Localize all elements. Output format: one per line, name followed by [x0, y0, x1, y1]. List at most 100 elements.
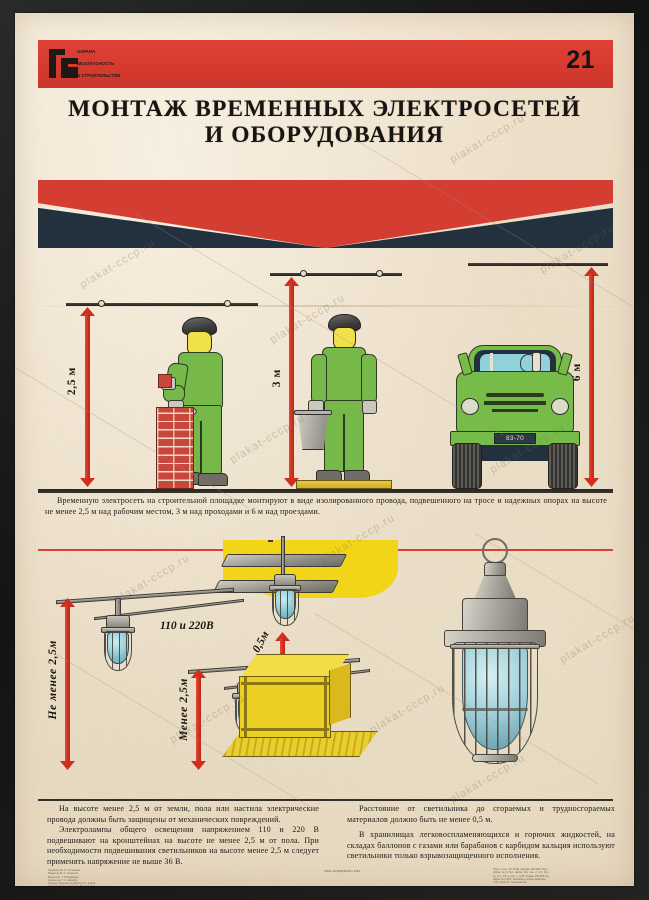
ground-line-top: [38, 488, 613, 491]
dimension-arrow-3m: [284, 277, 299, 487]
lamp-stem: [268, 540, 273, 542]
arrow-shaft: [289, 284, 294, 480]
grille-bar-3: [492, 409, 538, 412]
worker-leg-split: [200, 421, 202, 475]
caption-bottom-right-p2: В хранилищах легковоспламеняющихся и гор…: [347, 830, 615, 861]
headlamp-right: [551, 398, 569, 415]
worker-face: [187, 331, 212, 355]
lamp-cage-base: [472, 754, 518, 762]
caption-bottom-left-p2: Электролампы общего освещения напряжение…: [47, 825, 319, 866]
logo-pb-glyph: [49, 49, 78, 78]
logo-text-lines: ОХРАНА БЕЗОПАСНОСТЬ В СТРОИТЕЛЬСТВЕ: [77, 47, 135, 81]
lamp-cage: [272, 589, 299, 626]
driver-seatback: [532, 352, 541, 372]
title-line-1: МОНТАЖ ВРЕМЕННЫХ ЭЛЕКТРОСЕТЕЙ: [68, 96, 581, 122]
caption-bottom-right: Расстояние от светильника до сгораемых и…: [347, 804, 615, 862]
dimension-label-0-5m: 0,5м: [250, 629, 272, 655]
wire-right: [468, 263, 608, 266]
caption-bottom-left-p1: На высоте менее 2,5 м от земли, пола или…: [47, 804, 319, 824]
crate-batten-bottom: [241, 728, 329, 731]
voltage-label-110-220: 110 и 220В: [160, 620, 214, 632]
truck-illustration: 83-70: [446, 345, 584, 491]
arrow-shaft: [589, 274, 594, 480]
arrow-head-down: [284, 478, 299, 487]
lamp-storage: [266, 574, 302, 634]
page-title: МОНТАЖ ВРЕМЕННЫХ ЭЛЕКТРОСЕТЕЙ И ОБОРУДОВ…: [15, 96, 634, 148]
headlamp-left: [461, 398, 479, 415]
illustration-panel-top: 2,5 м 3 м 6 м: [38, 259, 613, 491]
dimension-label-2-5m: 2,5 м: [66, 367, 78, 396]
arrow-shaft: [85, 314, 90, 480]
crate-stile-left: [244, 677, 247, 737]
colophon-right: Подп. к печ. 20.12.82. Формат 60×90/8. Б…: [493, 868, 550, 885]
ceiling-left: [56, 587, 234, 605]
dimension-arrow-not-less-2-5m: [60, 598, 75, 770]
wire-mid: [270, 273, 402, 276]
wire-left: [66, 303, 258, 306]
series-logo: ОХРАНА БЕЗОПАСНОСТЬ В СТРОИТЕЛЬСТВЕ: [48, 46, 136, 82]
logo-line-2: БЕЗОПАСНОСТЬ: [77, 61, 115, 66]
truck-chassis: [466, 445, 564, 461]
caption-rule-top: [38, 491, 613, 493]
arrow-head-down: [584, 478, 599, 487]
arrow-head-up: [584, 267, 599, 276]
lamp-cage-ring-mid: [462, 708, 528, 711]
lamp-protective-cage: [452, 642, 538, 764]
logo-line-3: В СТРОИТЕЛЬСТВЕ: [77, 73, 121, 78]
wire-node-b: [224, 300, 231, 307]
dimension-arrow-less-2-5m: [191, 669, 206, 770]
lamp-suspension-ring: [482, 538, 508, 564]
arrow-head-up: [275, 632, 290, 641]
chevron-banner: [38, 180, 613, 248]
worker-torso: [322, 347, 366, 403]
arrow-head-down: [80, 478, 95, 487]
page-number: 21: [566, 46, 595, 74]
caption-bottom-right-p1: Расстояние от светильника до сгораемых и…: [347, 804, 615, 824]
crate-stile-right: [324, 677, 327, 737]
arrow-shaft: [280, 639, 285, 661]
license-plate: 83-70: [494, 433, 536, 444]
dimension-label-3m: 3 м: [271, 369, 283, 388]
crate-side: [329, 663, 351, 725]
header-band: ОХРАНА БЕЗОПАСНОСТЬ В СТРОИТЕЛЬСТВЕ 21: [38, 40, 613, 88]
wire-node-c: [300, 270, 307, 277]
worker-leg-split: [343, 414, 345, 472]
worker-arm-left: [311, 354, 327, 404]
plank-walkway: [296, 480, 392, 489]
dimension-arrow-2-5m: [80, 307, 95, 487]
arrow-shaft: [65, 605, 70, 763]
lamp-cage-ring-top: [450, 644, 540, 649]
arrow-shaft: [196, 676, 201, 763]
caption-top: Временную электросеть на строительной пл…: [45, 496, 607, 517]
lamp-110-220v: [96, 598, 140, 674]
lamp-over-crate: [250, 540, 292, 618]
bucket-rim: [294, 410, 332, 415]
illustration-panel-bottom: 110 и 220В Не менее 2,5м 36 В Менее 2,5м: [38, 536, 613, 796]
lamp-cage: [104, 631, 132, 671]
poster-sheet: ОХРАНА БЕЗОПАСНОСТЬ В СТРОИТЕЛЬСТВЕ 21 М…: [15, 13, 634, 886]
windshield-divider: [490, 353, 493, 373]
lamp-hanging-cord: [281, 536, 285, 578]
worker-arm-right: [361, 354, 377, 404]
colophon-center: КИЕВ «БУДIВЕЛЬНИК» 1983: [324, 870, 360, 873]
paper-fold-line: [15, 305, 634, 307]
lamp-housing: [462, 598, 528, 634]
colophon-left: Художник В. П. Соловьев Редактор В. К. С…: [48, 869, 96, 886]
truck-wheel-right: [548, 443, 578, 489]
dimension-label-less-2-5m: Менее 2,5м: [178, 678, 190, 741]
caption-bottom-left: На высоте менее 2,5 м от земли, пола или…: [47, 804, 319, 868]
caption-rule-bottom: [38, 799, 613, 801]
arrow-head-up: [60, 598, 75, 607]
title-line-2: И ОБОРУДОВАНИЯ: [204, 122, 445, 148]
grille-bar-2: [486, 393, 544, 397]
crate-batten-top: [241, 682, 329, 685]
worker-glove-right: [362, 400, 377, 414]
arrow-head-up: [284, 277, 299, 286]
logo-line-1: ОХРАНА: [77, 49, 96, 54]
caption-top-text: Временную электросеть на строительной пл…: [45, 496, 607, 516]
worker-with-bucket: [294, 314, 380, 489]
arrow-head-up: [80, 307, 95, 316]
arrow-head-down: [191, 761, 206, 770]
dimension-arrow-6m: [584, 267, 599, 487]
